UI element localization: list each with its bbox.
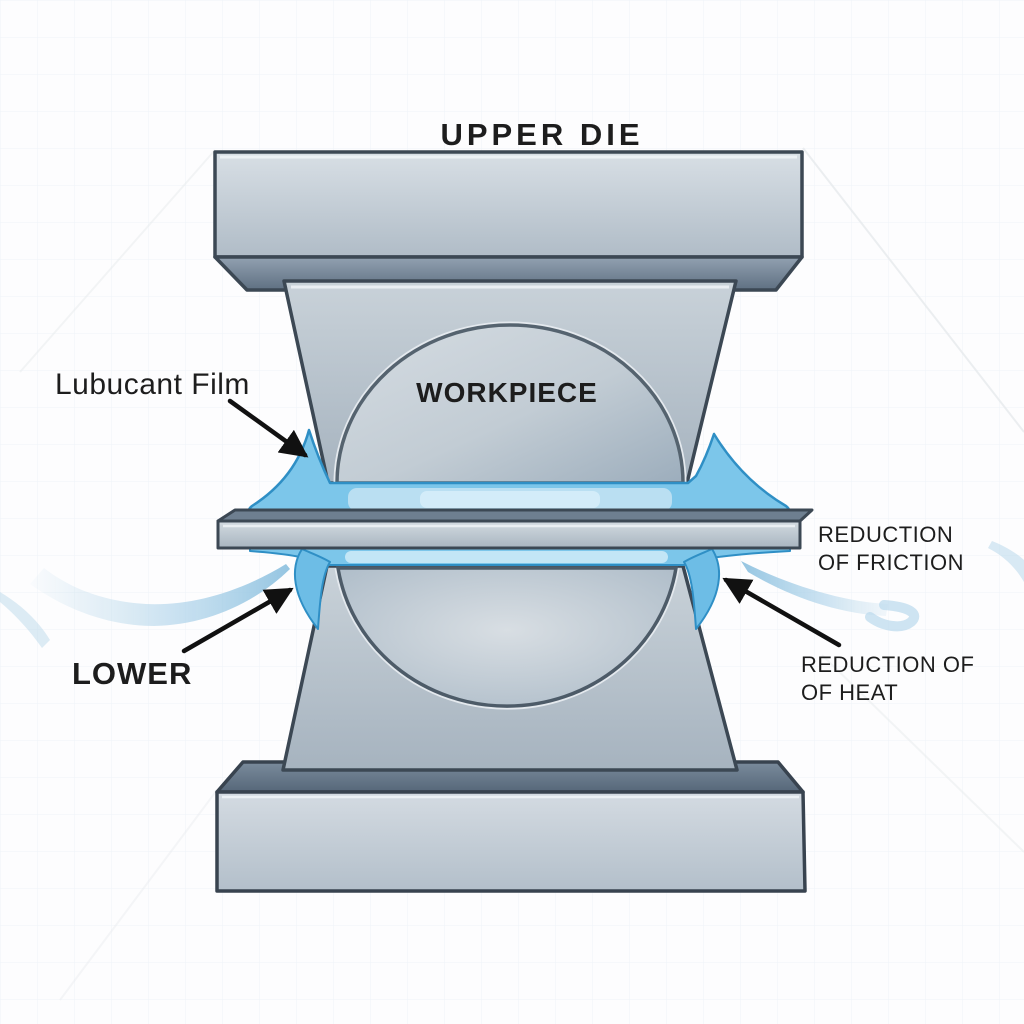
left-flow-swoosh-tail — [0, 592, 50, 648]
svg-text:REDUCTION OF: REDUCTION OF — [801, 652, 974, 677]
workpiece-dome — [335, 323, 685, 485]
svg-text:OF HEAT: OF HEAT — [801, 680, 898, 705]
workpiece-label: WORKPIECE — [416, 377, 598, 408]
svg-text:REDUCTION: REDUCTION — [818, 522, 953, 547]
reduction-of-friction-label: REDUCTION OF FRICTION — [818, 522, 964, 575]
lubricant-film-lower — [249, 547, 791, 630]
left-flow-swoosh — [30, 564, 290, 626]
lower-die-taper — [281, 564, 739, 772]
reduction-of-heat-label: REDUCTION OF OF HEAT — [801, 652, 974, 705]
lubricant-film-upper — [247, 428, 791, 517]
middle-plate — [216, 508, 814, 550]
lubricant-film-label: Lubucant Film — [55, 368, 250, 401]
middle-plate-front-face — [216, 519, 802, 550]
heat-reduction-arrow — [722, 577, 842, 648]
lubricant-film-arrow — [227, 398, 309, 458]
flow-swooshes — [0, 541, 1024, 648]
upper-die-taper — [282, 279, 738, 485]
lubricant-bulge-lower-left — [293, 548, 331, 630]
middle-plate-top-face — [216, 508, 814, 523]
svg-text:OF FRICTION: OF FRICTION — [818, 550, 964, 575]
annotation-arrows — [181, 398, 842, 654]
lower-label: LOWER — [72, 656, 192, 691]
upper-die-block-face — [213, 150, 804, 259]
lubricant-bulge-lower-right — [683, 548, 721, 630]
lower-die-base — [215, 760, 807, 893]
construction-lines — [19, 147, 1024, 1001]
upper-die-label: UPPER DIE — [440, 117, 643, 152]
right-flow-swoosh — [741, 561, 888, 616]
right-edge-swoosh — [988, 541, 1024, 582]
right-flow-swoosh-curl — [865, 600, 920, 632]
lower-die-base-front-face — [215, 790, 807, 893]
workpiece-bowl — [335, 566, 679, 708]
upper-die-block — [213, 150, 804, 292]
lower-die-arrow — [181, 587, 294, 654]
